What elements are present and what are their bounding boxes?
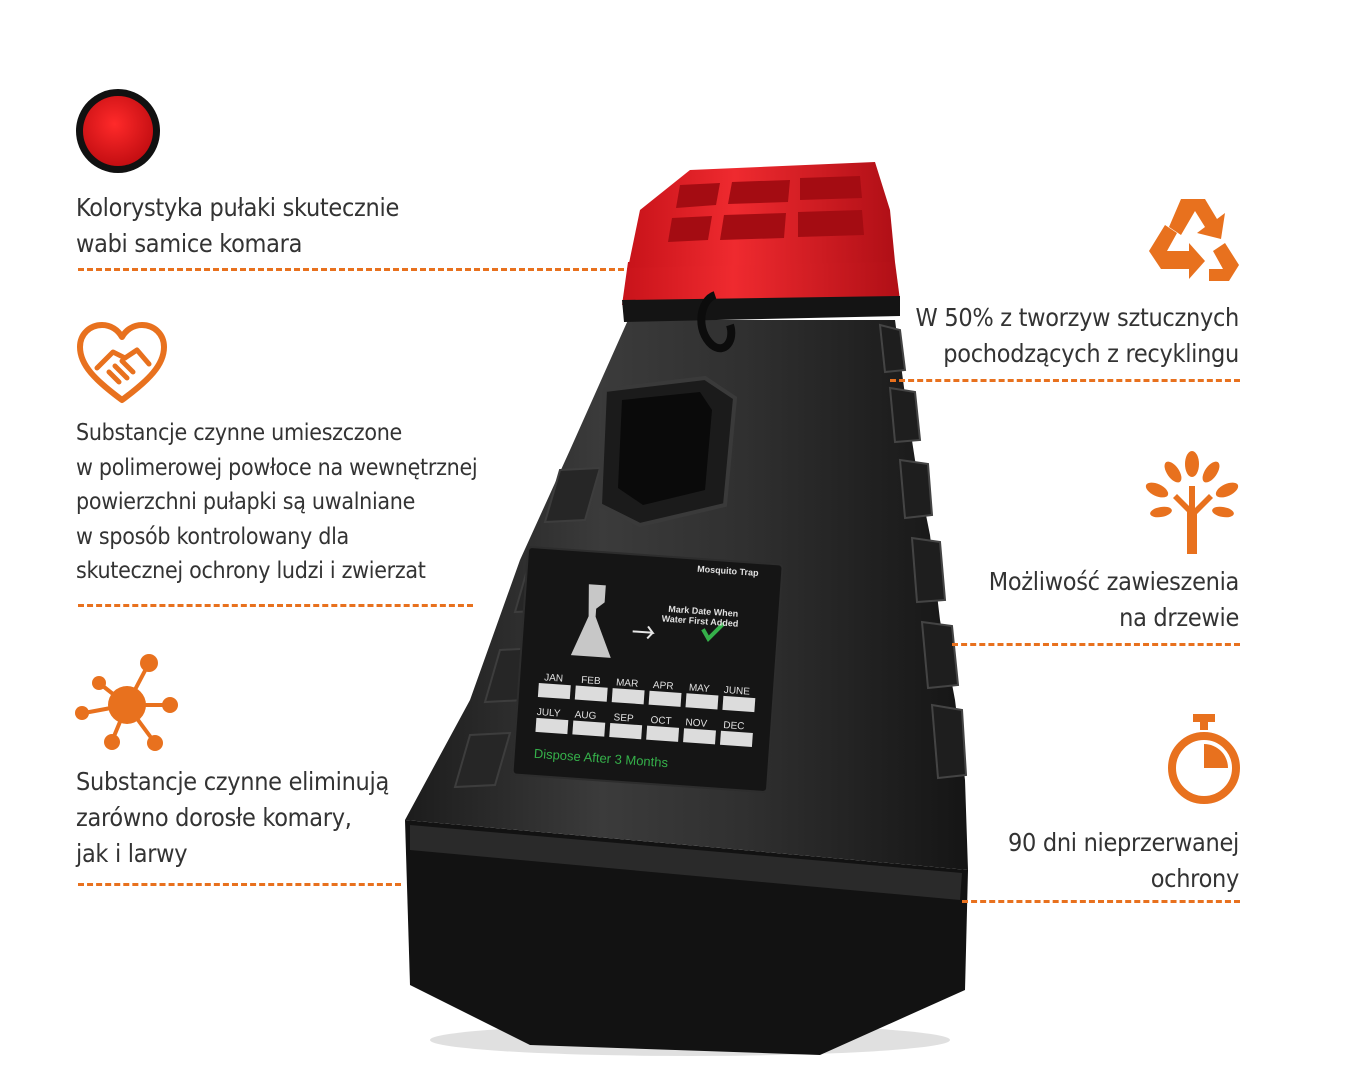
- divider: [78, 268, 633, 271]
- label-instruction-1: Mark Date When: [668, 604, 739, 619]
- month-label: SEP: [613, 712, 634, 724]
- stopwatch-icon: [1168, 714, 1240, 804]
- label-brand: Mosquito Trap: [697, 564, 760, 578]
- month-label: JUNE: [723, 685, 750, 698]
- recycle-icon: [1149, 199, 1239, 281]
- mosquito-trap-product: Mosquito Trap Mark Date When Water First…: [405, 162, 968, 1056]
- month-label: APR: [653, 680, 674, 692]
- feature-duration-text: 90 dni nieprzerwanej ochrony: [1008, 828, 1239, 893]
- divider: [78, 883, 401, 886]
- feature-eliminate-text: Substancje czynne eliminują zarówno doro…: [76, 767, 389, 868]
- month-label: MAR: [616, 677, 639, 690]
- month-label: DEC: [723, 720, 745, 732]
- month-label: JULY: [536, 707, 561, 720]
- feature-substance-text: Substancje czynne umieszczone w polimero…: [76, 420, 478, 584]
- divider: [962, 900, 1240, 903]
- feature-recycle-text: W 50% z tworzyw sztucznych pochodzących …: [915, 303, 1240, 368]
- month-label: AUG: [574, 710, 597, 723]
- tree-icon: [1145, 451, 1239, 554]
- month-label: MAY: [688, 682, 710, 694]
- month-label: JAN: [544, 672, 564, 684]
- month-label: FEB: [581, 675, 601, 687]
- divider: [890, 379, 1240, 382]
- molecule-icon: [75, 654, 178, 751]
- divider: [78, 604, 473, 607]
- month-label: NOV: [685, 717, 708, 730]
- month-label: OCT: [650, 715, 672, 727]
- red-circle-icon: [76, 89, 160, 173]
- divider: [952, 643, 1240, 646]
- feature-color-text: Kolorystyka pułaki skutecznie wabi samic…: [76, 193, 399, 258]
- heart-handshake-icon: [77, 322, 167, 403]
- feature-tree-text: Możliwość zawieszenia na drzewie: [988, 567, 1240, 632]
